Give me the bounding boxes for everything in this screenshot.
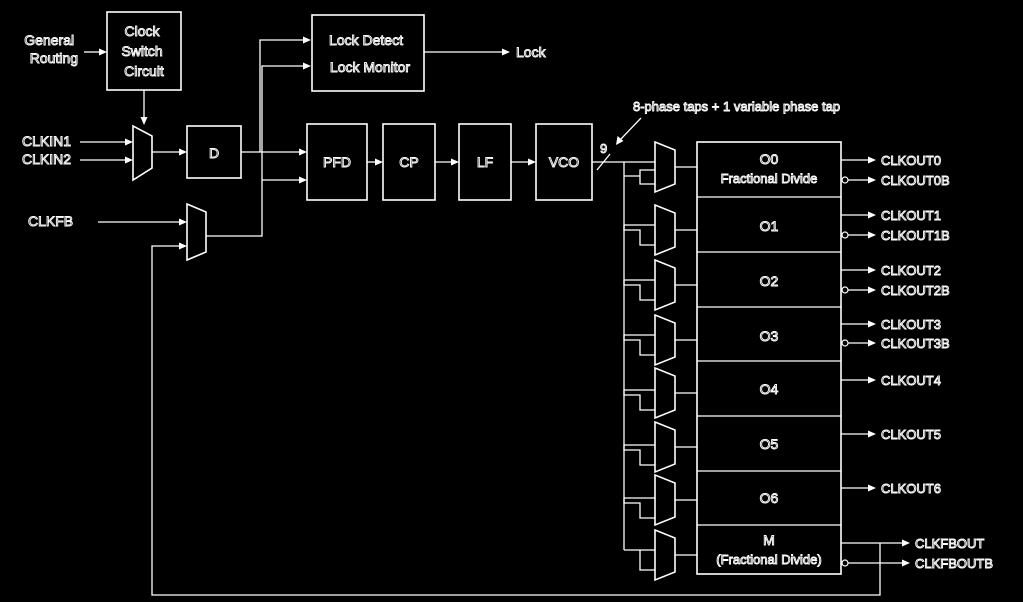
general-routing-label: General Routing: [24, 32, 78, 66]
phase-tap-note: 8-phase taps + 1 variable phase tap: [633, 99, 840, 114]
clkout0b-label: CLKOUT0B: [881, 173, 950, 188]
o4-label: O4: [760, 381, 779, 397]
output-mux-o2: [654, 258, 676, 312]
o0-sublabel: Fractional Divide: [721, 171, 818, 186]
output-mux-o4: [654, 366, 676, 420]
clkout2-label: CLKOUT2: [881, 263, 941, 278]
output-mux-o0: [654, 140, 676, 194]
clkout2b-label: CLKOUT2B: [881, 283, 950, 298]
clkout1b-label: CLKOUT1B: [881, 228, 950, 243]
clkout5-label: CLKOUT5: [881, 427, 941, 442]
clkin1-label: CLKIN1: [22, 133, 71, 149]
internal-feedback-path: [151, 245, 881, 596]
vco-label: VCO: [549, 154, 579, 170]
d-divider-label: D: [209, 145, 219, 161]
clock-switch-circuit-label: Clock Switch Circuit: [121, 23, 166, 79]
clkfbout-label: CLKFBOUT: [915, 536, 984, 551]
clkin2-label: CLKIN2: [22, 151, 71, 167]
clkfb-label: CLKFB: [28, 213, 73, 229]
o3-label: O3: [760, 328, 779, 344]
clock-output-arrows: [841, 156, 910, 567]
input-clock-mux: [132, 124, 153, 182]
o5-label: O5: [760, 436, 779, 452]
bus-width-label: 9: [600, 141, 607, 156]
feedback-clock-mux: [186, 202, 207, 262]
output-mux-o5: [654, 420, 676, 474]
clkout3-label: CLKOUT3: [881, 317, 941, 332]
o1-label: O1: [760, 218, 779, 234]
lock-monitor-label: Lock Monitor: [330, 59, 410, 75]
clock-switch-circuit-block: [106, 11, 182, 91]
output-mux-m: [654, 528, 676, 582]
clkout1-label: CLKOUT1: [881, 208, 941, 223]
output-mux-o6: [654, 473, 676, 527]
output-divider-stack: [696, 141, 842, 575]
o6-label: O6: [760, 490, 779, 506]
pfd-block: [306, 123, 368, 201]
pfd-label: PFD: [323, 154, 351, 170]
o0-label: O0: [760, 151, 779, 167]
clkout0-label: CLKOUT0: [881, 153, 941, 168]
clkfboutb-label: CLKFBOUTB: [915, 556, 993, 571]
lock-output-label: Lock: [516, 44, 547, 60]
output-mux-o1: [654, 203, 676, 257]
vco-block: [535, 123, 593, 201]
lf-block: [458, 123, 512, 201]
clkout4-label: CLKOUT4: [881, 373, 941, 388]
bus-taps: [623, 161, 655, 571]
clkout6-label: CLKOUT6: [881, 481, 941, 496]
output-mux-o3: [654, 313, 676, 367]
lock-detect-monitor-block: [311, 14, 425, 92]
lock-detect-label: Lock Detect: [329, 32, 403, 48]
m-label: M: [763, 532, 775, 548]
d-divider-block: [186, 125, 242, 179]
lf-label: LF: [477, 154, 493, 170]
m-sublabel: (Fractional Divide): [716, 552, 821, 567]
o2-label: O2: [760, 273, 779, 289]
clkout3b-label: CLKOUT3B: [881, 336, 950, 351]
output-muxes: [654, 140, 697, 582]
cp-label: CP: [399, 154, 418, 170]
